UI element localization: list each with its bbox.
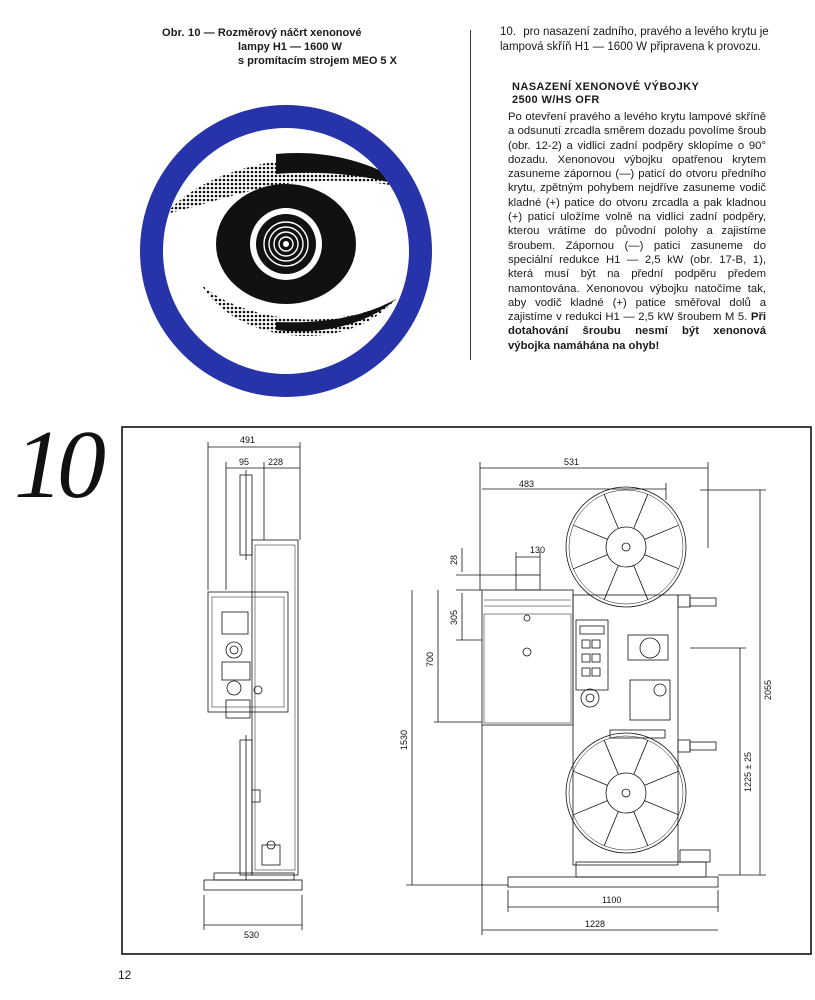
drawing-frame — [121, 426, 812, 955]
heading-line1: NASAZENÍ XENONOVÉ VÝBOJKY — [512, 81, 700, 93]
figure-number: 10 — [14, 411, 106, 519]
reel-spoke — [633, 811, 649, 846]
reel-spoke — [573, 800, 608, 816]
reel-spoke — [573, 524, 608, 540]
list-item-10: 10. pro nasazení zadního, pravého a levé… — [500, 25, 790, 54]
caption-line1: Rozměrový náčrt xenonové — [217, 27, 362, 39]
reel-spoke — [603, 494, 619, 529]
page-number: 12 — [118, 968, 132, 982]
reel-spoke — [603, 740, 619, 775]
figure-caption: Obr. 10 — Rozměrový náčrt xenonové lampy… — [162, 26, 462, 68]
eye-lens-logo — [140, 105, 432, 397]
reel-spoke — [573, 554, 608, 570]
column-divider — [470, 30, 472, 360]
reel-spoke — [603, 565, 619, 600]
caption-dash: — — [203, 27, 215, 39]
dim-130: 130 — [530, 545, 545, 555]
dim-531: 531 — [564, 457, 579, 467]
dim-491: 491 — [240, 435, 255, 445]
reel-spoke — [603, 811, 619, 846]
body-text: Po otevření pravého a levého krytu lampo… — [508, 111, 766, 324]
reel-spoke — [633, 565, 649, 600]
section-heading: NASAZENÍ XENONOVÉ VÝBOJKY 2500 W/HS OFR — [512, 81, 792, 107]
dim-95: 95 — [239, 457, 249, 467]
reel-spoke — [573, 770, 608, 786]
dim-305: 305 — [449, 610, 459, 625]
dim-1100: 1100 — [602, 895, 621, 905]
list-item-number: 10. — [500, 26, 516, 38]
dim-530: 530 — [244, 930, 259, 940]
reel-spoke — [644, 554, 679, 570]
reel-spoke — [644, 800, 679, 816]
caption-line3: s promítacím strojem MEO 5 X — [238, 55, 397, 67]
reel-spoke — [644, 524, 679, 540]
heading-line2: 2500 W/HS OFR — [512, 94, 600, 106]
dim-28: 28 — [449, 555, 459, 565]
dim-1225: 1225 ± 25 — [743, 752, 753, 792]
dim-1530: 1530 — [399, 730, 409, 750]
caption-label: Obr. 10 — [162, 27, 201, 39]
reel-spoke — [644, 770, 679, 786]
dim-228: 228 — [268, 457, 283, 467]
dim-483: 483 — [519, 479, 534, 489]
dim-2055: 2055 — [763, 680, 773, 700]
body-paragraph: Po otevření pravého a levého krytu lampo… — [508, 110, 766, 353]
body-warning: Při dotahování šroubu nesmí být xenonová… — [508, 311, 766, 352]
list-item-text: pro nasazení zadního, pravého a levého k… — [500, 26, 769, 53]
dim-1228: 1228 — [585, 919, 605, 929]
caption-line2: lampy H1 — 1600 W — [238, 41, 342, 53]
reel-spoke — [633, 494, 649, 529]
reel-spoke — [633, 740, 649, 775]
dim-700: 700 — [425, 652, 435, 667]
